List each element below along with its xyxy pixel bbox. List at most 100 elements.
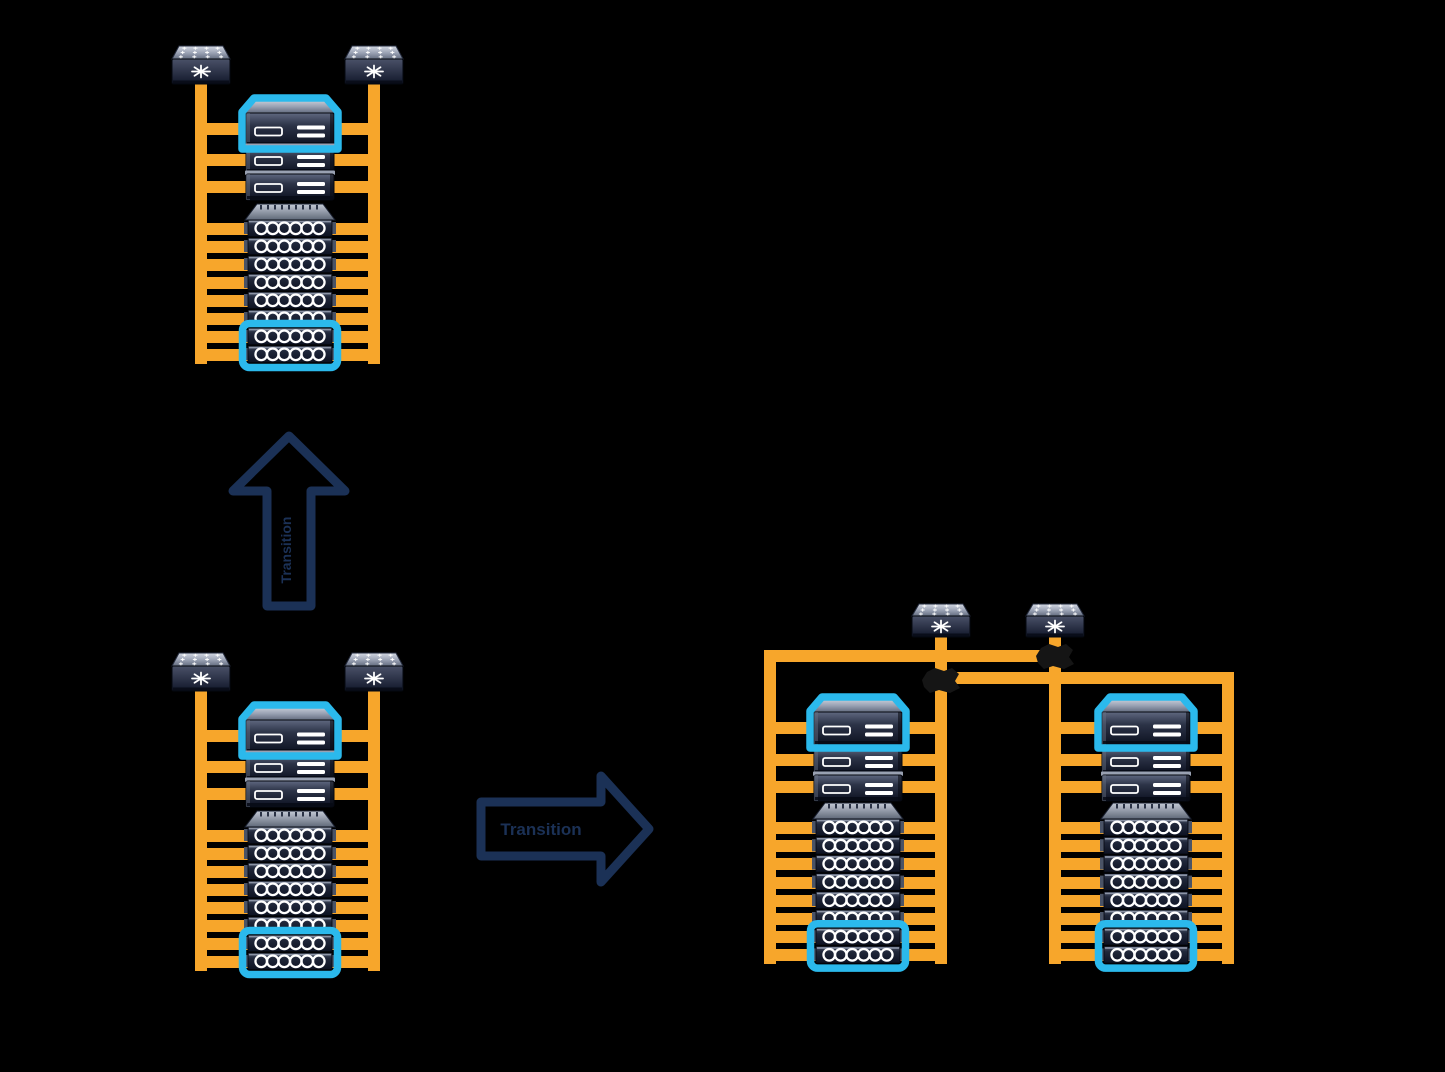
unit-port-bar xyxy=(865,764,893,768)
fex-ring-port xyxy=(311,293,326,308)
fex-unit-row xyxy=(1100,836,1192,855)
fex-top-edge xyxy=(249,238,331,241)
fex-ring-port xyxy=(311,347,326,362)
fex-unit-row xyxy=(812,891,904,909)
fex-top-tick xyxy=(849,804,851,809)
unit-side-bevel xyxy=(330,781,334,807)
transition-arrows-layer xyxy=(228,431,654,887)
fex-ring-port xyxy=(879,947,894,962)
switch-front-shadow xyxy=(1027,633,1083,637)
fex-side-tab xyxy=(244,829,248,841)
fex-stack xyxy=(244,203,336,363)
fex-ring-port xyxy=(879,820,894,835)
unit-slot-outline xyxy=(254,733,283,744)
parent-switch-icon xyxy=(171,652,231,692)
unit-side-bevel xyxy=(1186,712,1190,745)
fex-stack xyxy=(244,810,336,970)
fex-top-edge xyxy=(249,881,331,884)
fex-unit-highlight xyxy=(1094,919,1198,972)
fex-top-tick xyxy=(1165,804,1167,809)
fex-top-edge xyxy=(249,292,331,295)
fex-ring-port xyxy=(1167,893,1182,908)
fex-top-edge xyxy=(817,819,899,822)
fex-unit-highlight xyxy=(238,319,342,372)
fex-top-tick xyxy=(281,812,283,817)
unit-port-bar xyxy=(297,770,325,774)
fex-unit-highlight xyxy=(238,926,342,979)
fex-unit-row xyxy=(244,826,336,844)
fex-side-tab xyxy=(244,847,248,859)
unit-port-bar xyxy=(865,756,893,760)
fex-side-tab xyxy=(900,839,904,852)
transition-right-arrow xyxy=(476,771,654,887)
fex-unit-row xyxy=(244,273,336,291)
fex-side-tab xyxy=(812,857,816,870)
fex-ring-port xyxy=(311,954,326,969)
unit-port-bar xyxy=(297,133,325,138)
unit-side-bevel xyxy=(246,113,250,146)
fex-top-edge xyxy=(249,328,331,331)
fex-side-tab xyxy=(900,821,904,834)
fex-side-tab xyxy=(900,912,904,925)
fex-side-tab xyxy=(244,258,248,270)
highlights-layer xyxy=(238,94,1198,979)
stack-master-unit xyxy=(242,705,338,754)
unit-port-bar xyxy=(1153,783,1181,787)
fex-top-tick xyxy=(1172,804,1174,809)
fex-top-tick xyxy=(1144,804,1146,809)
unit-bottom-shadow xyxy=(247,803,333,806)
fex-top-edge xyxy=(249,827,331,830)
switch-front-shadow xyxy=(913,633,969,637)
fex-unit-row xyxy=(1100,927,1192,946)
fex-top-tick xyxy=(288,205,290,210)
fex-ring-port xyxy=(879,929,894,944)
fex-top-tick xyxy=(1116,804,1118,809)
fex-side-tab xyxy=(244,294,248,306)
fex-top-edge xyxy=(1105,819,1187,822)
fex-top-edge xyxy=(249,863,331,866)
unit-slot-outline xyxy=(822,784,851,794)
unit-side-bevel xyxy=(330,174,334,200)
stack-member-unit xyxy=(813,771,903,802)
unit-port-bar xyxy=(297,155,325,159)
fex-unit-row xyxy=(1100,946,1192,964)
fex-top-edge xyxy=(249,220,331,223)
unit-side-bevel xyxy=(898,712,902,745)
fex-side-tab xyxy=(332,829,336,841)
unit-side-bevel xyxy=(898,748,902,774)
unit-side-bevel xyxy=(246,754,250,780)
unit-slot-outline xyxy=(822,757,851,767)
fex-top-tick xyxy=(1151,804,1153,809)
fex-top-edge xyxy=(249,274,331,277)
unit-port-bar xyxy=(297,789,325,793)
link-break-layer xyxy=(922,644,1074,693)
unit-slot-outline xyxy=(1110,784,1139,794)
fex-top-tick xyxy=(884,804,886,809)
fex-unit-row xyxy=(244,219,336,237)
fex-side-tab xyxy=(332,222,336,234)
fex-side-tab xyxy=(244,240,248,252)
fex-unit-row xyxy=(812,818,904,837)
unit-port-bar xyxy=(865,724,893,729)
fex-top-tick xyxy=(309,812,311,817)
link-break-blob xyxy=(922,668,960,693)
unit-port-bar xyxy=(297,740,325,745)
fex-side-tab xyxy=(244,222,248,234)
unit-port-bar xyxy=(865,732,893,737)
fex-ring-port xyxy=(311,936,326,951)
fex-top-tick xyxy=(274,205,276,210)
fex-side-tab xyxy=(812,821,816,834)
fex-ring-port xyxy=(311,239,326,254)
fex-stack xyxy=(812,802,904,964)
fex-top-tick xyxy=(295,205,297,210)
fex-ring-port xyxy=(311,846,326,861)
fex-top-edge xyxy=(249,256,331,259)
fex-top-edge xyxy=(249,953,331,956)
fex-side-tab xyxy=(332,901,336,913)
fex-top-edge xyxy=(817,838,899,840)
fex-unit-row xyxy=(1100,855,1192,873)
fex-side-tab xyxy=(332,919,336,931)
fex-stack xyxy=(1100,802,1192,964)
switch-front-shadow xyxy=(346,80,402,84)
